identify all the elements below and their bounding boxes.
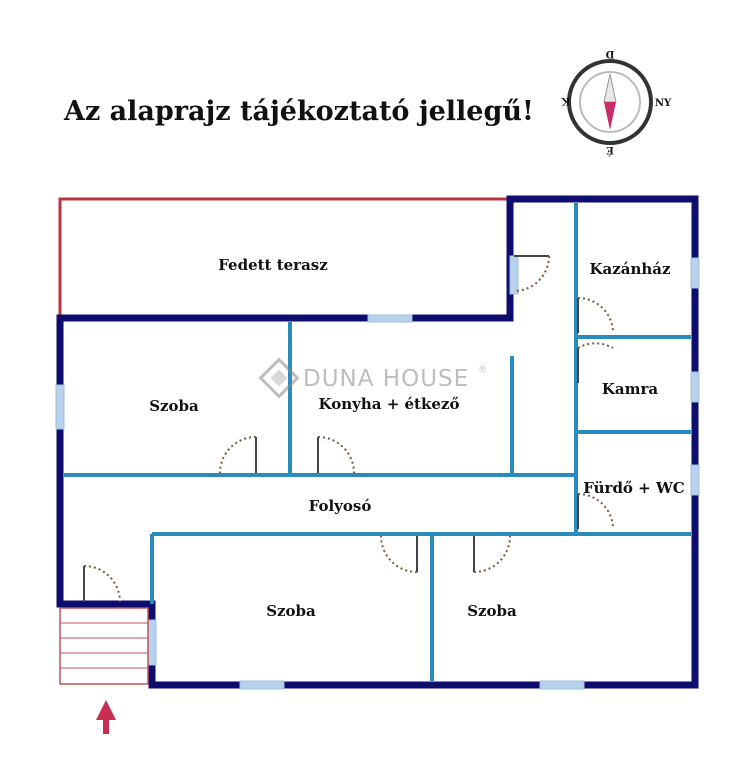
window — [539, 680, 585, 690]
page-title: Az alaprajz tájékoztató jellegű! — [64, 96, 534, 127]
watermark-registered: ® — [478, 365, 487, 375]
compass-needle-north — [604, 102, 616, 130]
room-label-bathroom: Fürdő + WC — [583, 479, 685, 497]
window — [690, 464, 700, 496]
watermark-logo-icon — [258, 357, 300, 399]
window — [147, 619, 157, 666]
compass-ring — [567, 59, 653, 145]
door — [577, 297, 614, 334]
room-label-room-bottom-left: Szoba — [266, 602, 316, 620]
window — [239, 680, 285, 690]
room-label-room-left: Szoba — [149, 397, 199, 415]
entrance-stairs — [59, 607, 149, 685]
door — [380, 535, 418, 573]
room-label-covered-terrace: Fedett terasz — [218, 256, 328, 274]
entrance-arrow-icon — [96, 700, 116, 734]
door — [473, 535, 511, 573]
stair-steps — [60, 622, 148, 669]
terrace-outline — [58, 197, 510, 318]
windows — [55, 255, 700, 690]
watermark-brand: DUNA HOUSE — [303, 366, 469, 392]
room-label-room-bottom-right: Szoba — [467, 602, 517, 620]
door — [577, 493, 614, 530]
watermark: DUNA HOUSE ® — [258, 357, 487, 399]
room-label-boiler-room: Kazánház — [589, 260, 671, 278]
window — [509, 255, 519, 295]
compass: D É K NY — [561, 48, 672, 156]
window — [55, 384, 65, 430]
room-label-pantry: Kamra — [602, 380, 659, 398]
window — [367, 314, 413, 323]
window — [690, 257, 700, 289]
door — [513, 255, 550, 292]
room-label-kitchen-dining: Konyha + étkező — [319, 395, 460, 413]
inner-walls — [64, 203, 691, 681]
window — [690, 371, 700, 403]
stairs-outline — [59, 607, 149, 685]
compass-east-label: K — [561, 95, 570, 106]
compass-north-label: É — [606, 144, 614, 156]
compass-west-label: NY — [655, 98, 672, 109]
doors — [83, 255, 614, 603]
compass-south-label: D — [605, 48, 614, 59]
door — [577, 342, 614, 383]
door — [219, 436, 257, 474]
door — [83, 565, 121, 603]
room-labels: Fedett terasz Kazánház Szoba Konyha + ét… — [149, 256, 685, 620]
room-label-hallway: Folyosó — [309, 497, 372, 515]
door — [317, 436, 355, 474]
